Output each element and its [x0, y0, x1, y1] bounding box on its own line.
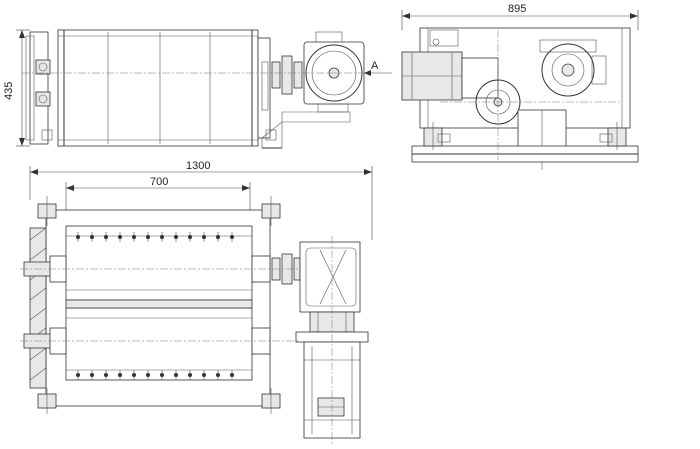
plan-view: 1300 700: [20, 160, 373, 444]
plan-gearbox: [299, 241, 361, 313]
side-view: A 435: [3, 29, 392, 149]
dim-drum-label: 700: [150, 176, 168, 188]
plan-drum-lower: [65, 307, 253, 381]
side-left-flange: [29, 31, 49, 145]
dim-height-label: 435: [3, 82, 15, 100]
side-coupling: [271, 61, 281, 89]
view-marker: A: [371, 60, 379, 72]
end-reducer: [541, 43, 595, 97]
dim-width-label: 895: [508, 3, 526, 15]
plan-drum-upper: [65, 225, 253, 301]
bolt-row-top: [76, 232, 234, 242]
end-view: 895: [401, 3, 639, 170]
side-drum: [57, 29, 259, 147]
dim-total-label: 1300: [186, 160, 210, 172]
bolt-row-bottom: [76, 370, 234, 380]
